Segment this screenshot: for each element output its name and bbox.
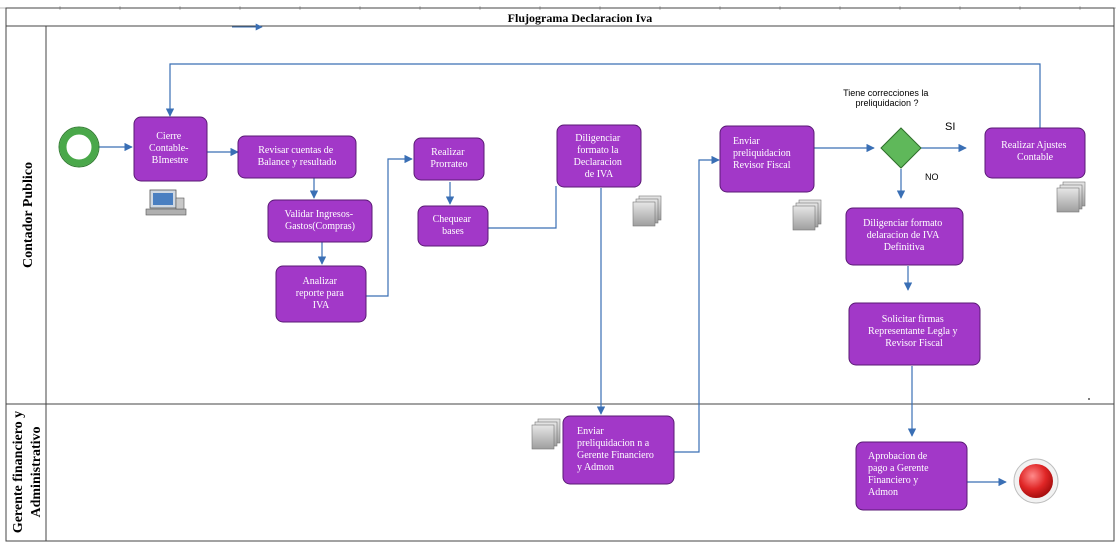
svg-text:Cierre Contable- B: Cierre Contable- BImestre (149, 131, 191, 166)
process-cierre: Cierre Contable- BImestre (133, 116, 208, 182)
svg-text:Validar Ingresos- Gastos: Validar Ingresos- Gastos(Compras) (284, 209, 355, 232)
process-diligenciar-formato: Diligenciar formato la Declaracion de IV… (556, 124, 642, 188)
computer-icon (145, 189, 187, 216)
svg-text:Solicitar firmas Represe: Solicitar firmas Representante Legla y R… (868, 314, 960, 349)
process-diligenciar-definitiva: Diligenciar formato delaracion de IVA De… (845, 207, 964, 266)
end-event (1013, 458, 1059, 504)
svg-text:Aprobacion de pago a Ge: Aprobacion de pago a Gerente Financiero … (868, 451, 931, 498)
arrow-enviar-gerente-revisor (674, 155, 720, 453)
process-aprobacion: Aprobacion de pago a Gerente Financiero … (855, 441, 968, 511)
svg-text:Diligenciar formato dela: Diligenciar formato delaracion de IVA De… (863, 218, 945, 253)
connectors (97, 63, 1041, 487)
lane-label-contador: Contador Publico (21, 162, 36, 268)
svg-text:Revisar cuentas de Balan: Revisar cuentas de Balance y resultado (258, 145, 337, 168)
arrow-ajustes-loop-back (165, 63, 1041, 128)
svg-text:Diligenciar formato la: Diligenciar formato la Declaracion de IV… (574, 133, 625, 180)
pool-frame (5, 7, 1115, 542)
arrow-chequear-formato (488, 186, 557, 229)
svg-text:Enviar preliquidacion n: Enviar preliquidacion n a Gerente Financ… (577, 426, 656, 473)
process-enviar-revisor: Enviar preliquidacion Revisor Fiscal (719, 125, 815, 193)
process-enviar-gerente: Enviar preliquidacion n a Gerente Financ… (562, 415, 675, 485)
svg-text:Chequear bases: Chequear bases (433, 214, 474, 237)
decision-gateway (880, 127, 922, 169)
process-validar: Validar Ingresos- Gastos(Compras) (267, 199, 373, 243)
process-prorrateo: Realizar Prorrateo (413, 137, 485, 181)
arrow-analizar-prorrateo (366, 154, 413, 297)
process-chequear: Chequear bases (417, 205, 489, 247)
process-solicitar-firmas: Solicitar firmas Representante Legla y R… (848, 302, 981, 366)
svg-text:Realizar Ajustes Contabl: Realizar Ajustes Contable (1001, 140, 1069, 163)
lane-label-gerente-line1: Gerente financiero y (11, 411, 26, 533)
decision-no-label: NO (925, 172, 939, 182)
document-stack-icon (792, 199, 822, 231)
process-revisar: Revisar cuentas de Balance y resultado (237, 135, 357, 179)
diagram-title: Flujograma Declaracion Iva (508, 11, 653, 25)
svg-text:Enviar preliquidacion: Enviar preliquidacion Revisor Fiscal (733, 136, 793, 171)
start-event (58, 126, 100, 168)
decision-yes-label: SI (945, 121, 955, 133)
svg-text:Analizar reporte para: Analizar reporte para IVA (296, 276, 347, 311)
process-ajustes: Realizar Ajustes Contable (984, 127, 1086, 179)
decision-question: Tiene correcciones la preliquidacion ? (843, 88, 931, 108)
document-stack-icon (531, 418, 561, 450)
svg-text:Realizar Prorrateo: Realizar Prorrateo (430, 147, 467, 170)
stray-dot (1088, 398, 1090, 400)
process-analizar: Analizar reporte para IVA (275, 265, 367, 323)
lane-label-gerente-line2: Administrativo (29, 427, 44, 518)
document-stack-icon (632, 195, 662, 227)
document-stack-icon (1056, 181, 1086, 213)
